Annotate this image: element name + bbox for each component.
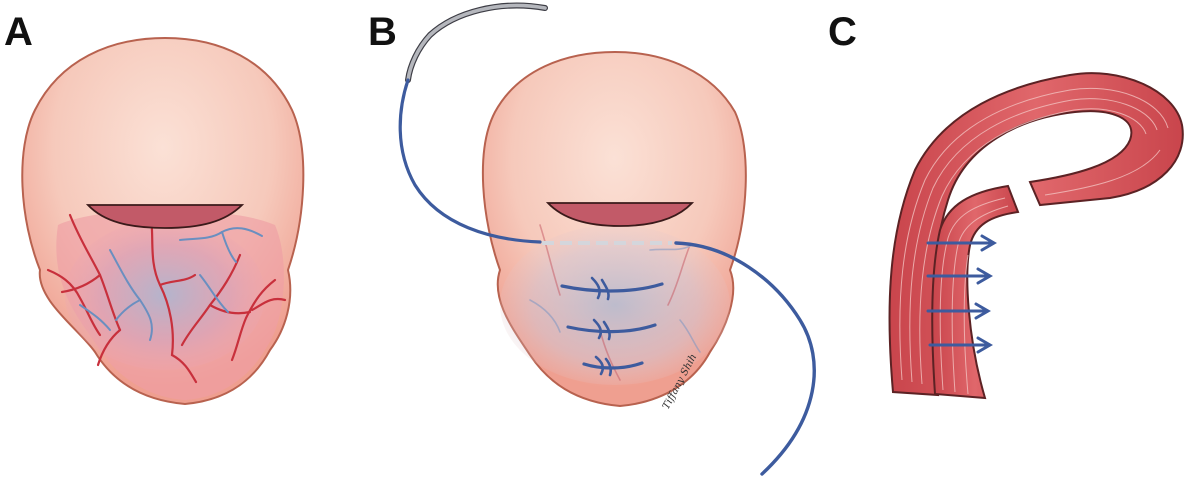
suture-stitch-2 <box>566 323 657 334</box>
muscle-fibers-c <box>899 87 1169 395</box>
suture-c-4 <box>928 336 993 354</box>
compression-sutures-b <box>560 276 664 377</box>
suture-thread-entry <box>398 78 542 244</box>
suture-c-3 <box>926 302 991 320</box>
suture-knot-1 <box>590 276 610 301</box>
suture-knot-3 <box>594 355 613 377</box>
panel-c: C <box>828 10 1184 400</box>
uterine-wall-outer <box>888 72 1184 397</box>
suture-stitch-1 <box>560 282 664 293</box>
suture-c-2 <box>926 267 993 285</box>
panel-a-label: A <box>4 10 33 54</box>
suture-thread-exit <box>674 241 816 476</box>
compression-sutures-c <box>926 234 997 354</box>
panel-b: B <box>368 2 816 476</box>
congestion-area-b <box>500 225 730 385</box>
needle-gray-segment <box>405 2 548 83</box>
panel-b-label: B <box>368 10 397 54</box>
incision-b <box>545 202 695 227</box>
panel-c-label: C <box>828 10 857 54</box>
engorged-vessels-a <box>46 208 287 384</box>
needle-gray-segment-fill <box>406 3 547 82</box>
incision-a <box>85 204 245 229</box>
suture-c-1 <box>926 234 997 252</box>
panel-a: A <box>4 10 305 406</box>
uterine-wall-inner <box>931 184 1020 400</box>
suture-knot-2 <box>592 318 611 341</box>
